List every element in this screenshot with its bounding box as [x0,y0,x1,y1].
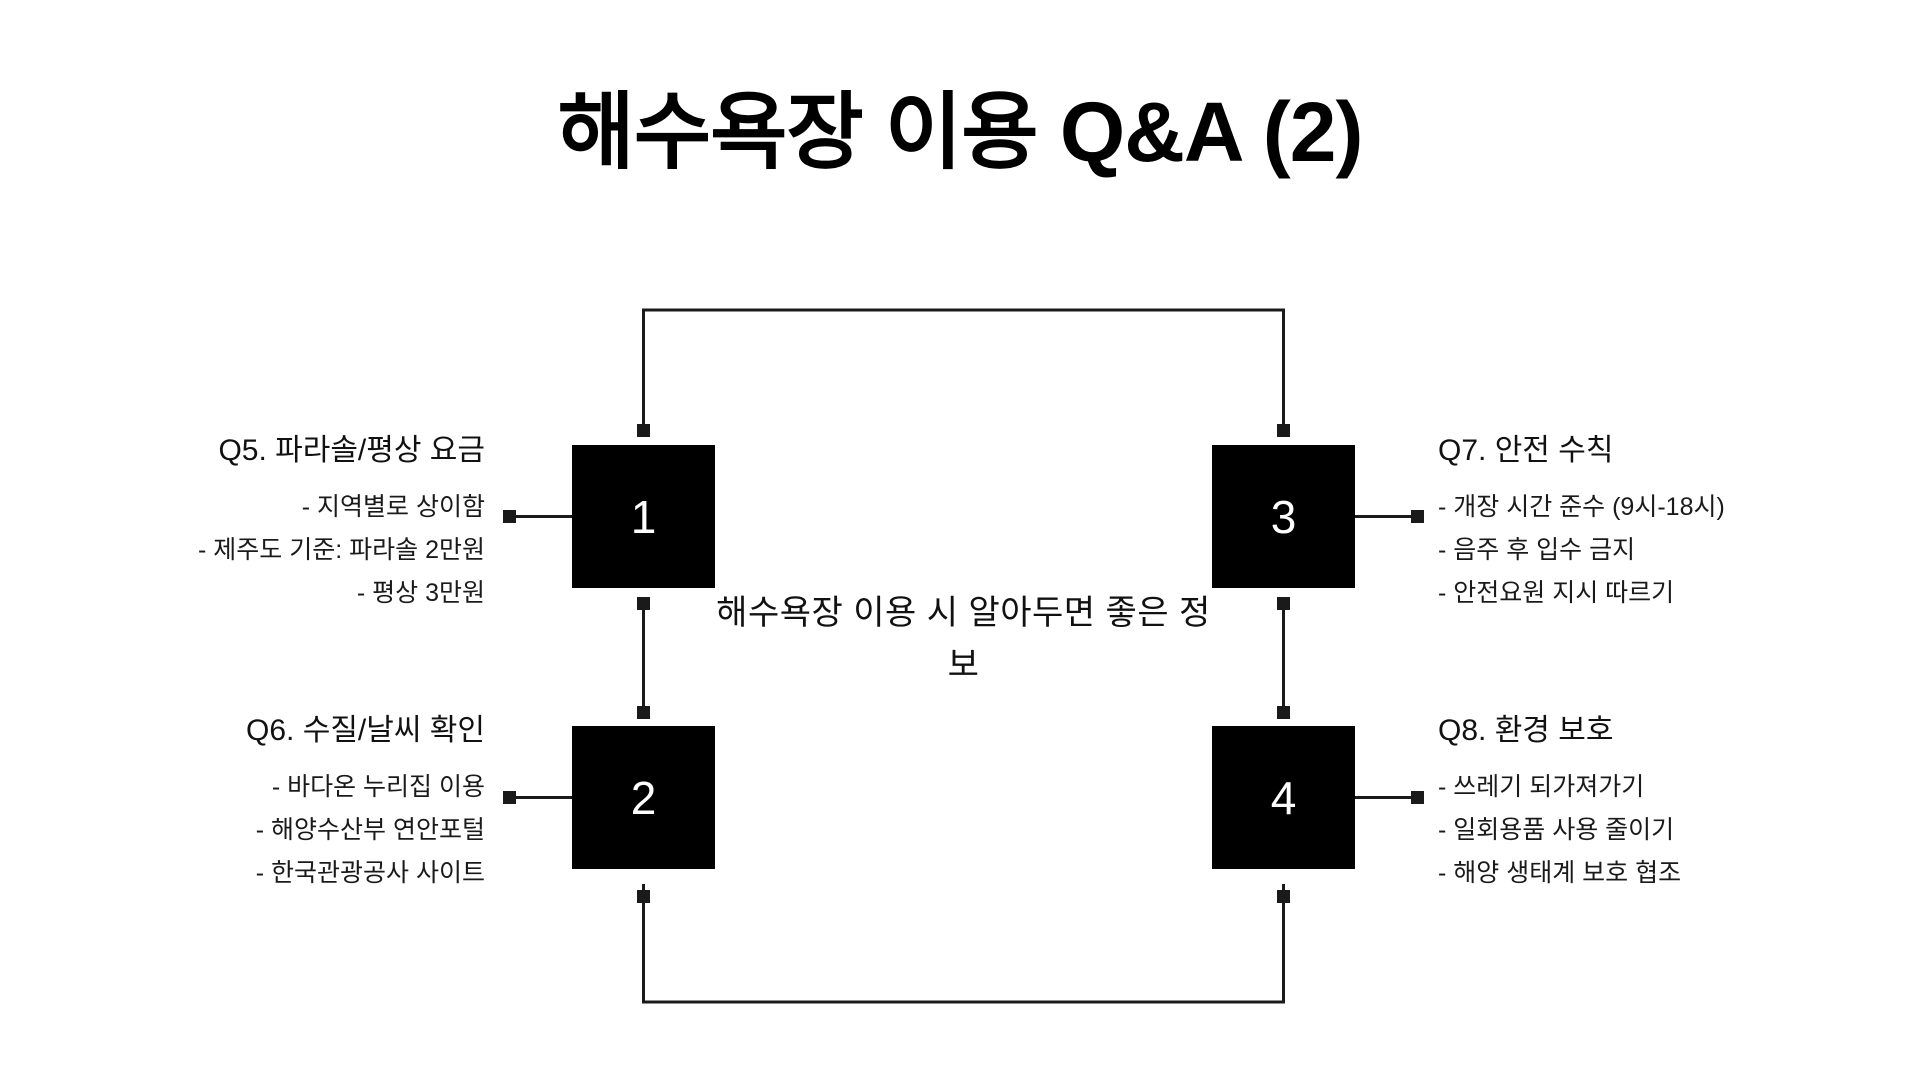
block-q7-heading: Q7. 안전 수칙 [1438,434,1614,467]
block-q7-items: - 개장 시간 준수 (9시-18시) - 음주 후 입수 금지 - 안전요원 … [1438,486,1878,615]
list-item: - 평상 3만원 [356,578,485,607]
node-box-2[interactable]: 2 [572,726,715,869]
list-item: - 해양 생태계 보호 협조 [1438,858,1682,887]
node-label: 1 [630,490,657,543]
block-q8-heading: Q8. 환경 보호 [1438,714,1614,747]
block-q6: Q6. 수질/날씨 확인 - 바다온 누리집 이용 - 해양수산부 연안포털 -… [60,712,485,895]
list-item: - 개장 시간 준수 (9시-18시) [1438,492,1725,521]
node-label: 2 [630,771,657,824]
block-q5-heading: Q5. 파라솔/평상 요금 [218,434,485,467]
list-item: - 안전요원 지시 따르기 [1438,578,1675,607]
list-item: - 지역별로 상이함 [301,492,485,521]
node-box-3[interactable]: 3 [1212,445,1355,588]
list-item: - 한국관광공사 사이트 [255,858,485,887]
node-label: 4 [1270,771,1297,824]
block-q6-heading: Q6. 수질/날씨 확인 [246,714,485,747]
node-box-1[interactable]: 1 [572,445,715,588]
block-q7: Q7. 안전 수칙 - 개장 시간 준수 (9시-18시) - 음주 후 입수 … [1438,432,1878,615]
node-label: 3 [1270,490,1297,543]
center-caption: 해수욕장 이용 시 알아두면 좋은 정보 [716,594,1211,684]
block-q8: Q8. 환경 보호 - 쓰레기 되가져가기 - 일회용품 사용 줄이기 - 해양… [1438,712,1878,895]
list-item: - 쓰레기 되가져가기 [1438,772,1645,801]
node-box-4[interactable]: 4 [1212,726,1355,869]
block-q5-items: - 지역별로 상이함 - 제주도 기준: 파라솔 2만원 - 평상 3만원 [60,486,485,615]
list-item: - 제주도 기준: 파라솔 2만원 [198,535,485,564]
page-title: 해수욕장 이용 Q&A (2) [557,85,1364,179]
list-item: - 해양수산부 연안포털 [255,815,485,844]
block-q8-items: - 쓰레기 되가져가기 - 일회용품 사용 줄이기 - 해양 생태계 보호 협조 [1438,766,1878,895]
block-q5: Q5. 파라솔/평상 요금 - 지역별로 상이함 - 제주도 기준: 파라솔 2… [60,432,485,615]
list-item: - 음주 후 입수 금지 [1438,535,1636,564]
list-item: - 바다온 누리집 이용 [271,772,485,801]
list-item: - 일회용품 사용 줄이기 [1438,815,1675,844]
block-q6-items: - 바다온 누리집 이용 - 해양수산부 연안포털 - 한국관광공사 사이트 [60,766,485,895]
